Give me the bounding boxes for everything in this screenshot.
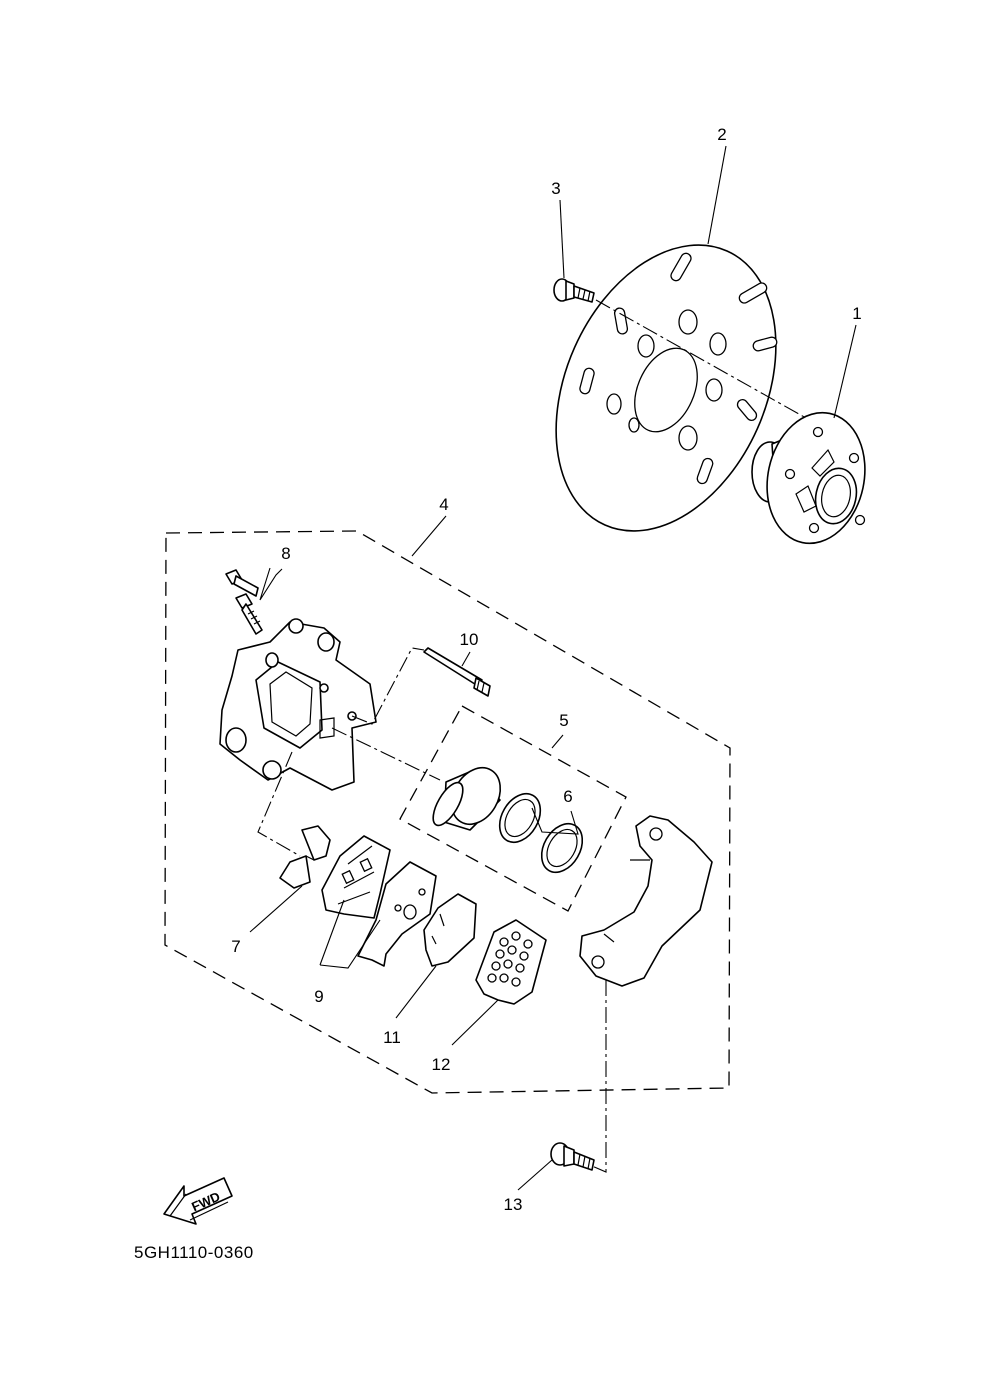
callout-11: 11 xyxy=(383,1028,401,1047)
callout-9: 9 xyxy=(314,987,323,1006)
callout-8: 8 xyxy=(281,544,290,563)
brake-pad-kit xyxy=(321,835,437,967)
brake-disc xyxy=(555,244,778,532)
leader-lines xyxy=(249,145,857,1191)
bracket-bolt xyxy=(550,1142,595,1171)
pad-support xyxy=(279,825,331,889)
callout-7: 7 xyxy=(231,937,240,956)
callout-5: 5 xyxy=(559,711,568,730)
seal-kit xyxy=(498,792,584,874)
callout-3: 3 xyxy=(551,179,560,198)
pad-shim xyxy=(423,893,477,967)
callout-13: 13 xyxy=(504,1195,523,1214)
fwd-arrow-icon: FWD xyxy=(163,1177,233,1225)
pad-spring xyxy=(475,919,547,1005)
callouts: 2 3 1 4 8 10 5 6 7 9 11 12 13 xyxy=(231,125,861,1214)
pin xyxy=(423,647,491,697)
callout-4: 4 xyxy=(439,495,448,514)
disc-bolt xyxy=(553,278,595,303)
diagram-code: 5GH1110-0360 xyxy=(134,1243,254,1262)
callout-6: 6 xyxy=(563,787,572,806)
caliper-body xyxy=(219,618,377,791)
hub xyxy=(751,411,866,545)
caliper-bracket xyxy=(579,815,713,987)
bleed-screw-set xyxy=(225,569,263,635)
callout-1: 1 xyxy=(852,304,861,323)
callout-12: 12 xyxy=(432,1055,451,1074)
callout-2: 2 xyxy=(717,125,726,144)
callout-10: 10 xyxy=(460,630,479,649)
piston xyxy=(432,766,502,831)
